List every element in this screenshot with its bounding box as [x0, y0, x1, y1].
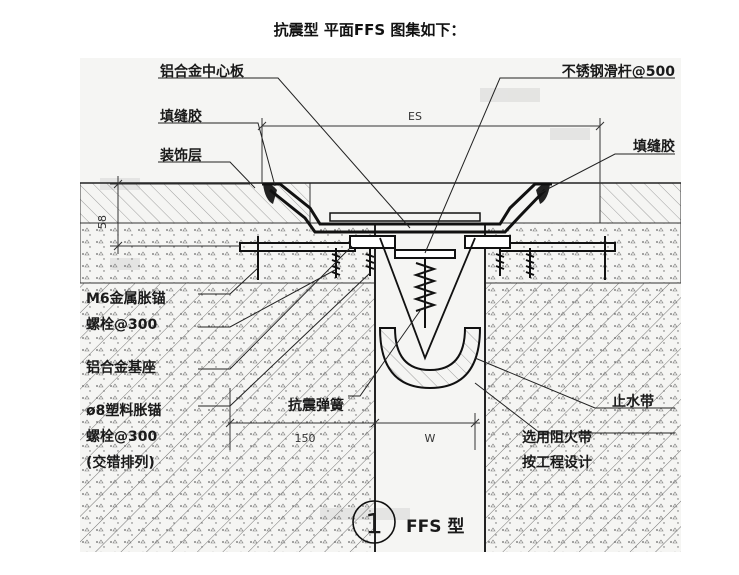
label-m6-anchor-2: 螺栓@300	[86, 316, 157, 333]
label-seismic-spring: 抗震弹簧	[288, 397, 344, 414]
aluminum-base	[239, 235, 616, 252]
right-slab	[484, 182, 681, 552]
label-fire-band-2: 按工程设计	[522, 454, 592, 471]
label-fire-band-1: 选用阻火带	[522, 429, 592, 446]
dim-150: 150	[295, 432, 316, 445]
center-plate	[262, 182, 552, 234]
label-plastic-anchor-1: ø8塑料胀锚	[86, 402, 161, 419]
anchor-bolts	[257, 236, 606, 280]
caption-number: 1	[365, 507, 383, 540]
seismic-spring	[379, 237, 476, 361]
label-aluminum-base: 铝合金基座	[86, 359, 156, 376]
dimension-bottom	[225, 388, 480, 450]
label-stainless-rod: 不锈钢滑杆@500	[562, 63, 675, 80]
page-title: 抗震型 平面FFS 图集如下：	[273, 21, 466, 39]
label-plastic-anchor-3: (交错排列)	[86, 454, 155, 471]
leader-lines	[158, 77, 675, 434]
dim-w: W	[425, 432, 436, 445]
label-decor-layer: 装饰层	[159, 147, 202, 164]
label-sealant-left: 填缝胶	[160, 108, 202, 125]
dim-58: 58	[96, 215, 109, 229]
figure-caption: 1 FFS 型	[352, 500, 464, 544]
water-stop	[378, 327, 482, 390]
label-aluminum-center-plate: 铝合金中心板	[160, 63, 245, 80]
label-m6-anchor-1: M6金属胀锚	[86, 290, 166, 307]
caption-text: FFS 型	[406, 516, 464, 537]
dim-es: ES	[408, 110, 422, 123]
label-water-stop: 止水带	[612, 393, 654, 410]
drawing-svg: ES 58 150 W 铝合金中心板 填缝胶 装饰层 M6金属胀锚 螺栓@300…	[80, 63, 681, 552]
expansion-joint-drawing: ES 58 150 W 铝合金中心板 填缝胶 装饰层 M6金属胀锚 螺栓@300…	[80, 58, 681, 552]
label-sealant-right: 填缝胶	[633, 138, 675, 155]
dimension-es	[257, 118, 605, 184]
dimension-58	[110, 176, 250, 254]
left-slab	[80, 182, 376, 552]
label-plastic-anchor-2: 螺栓@300	[86, 428, 157, 445]
